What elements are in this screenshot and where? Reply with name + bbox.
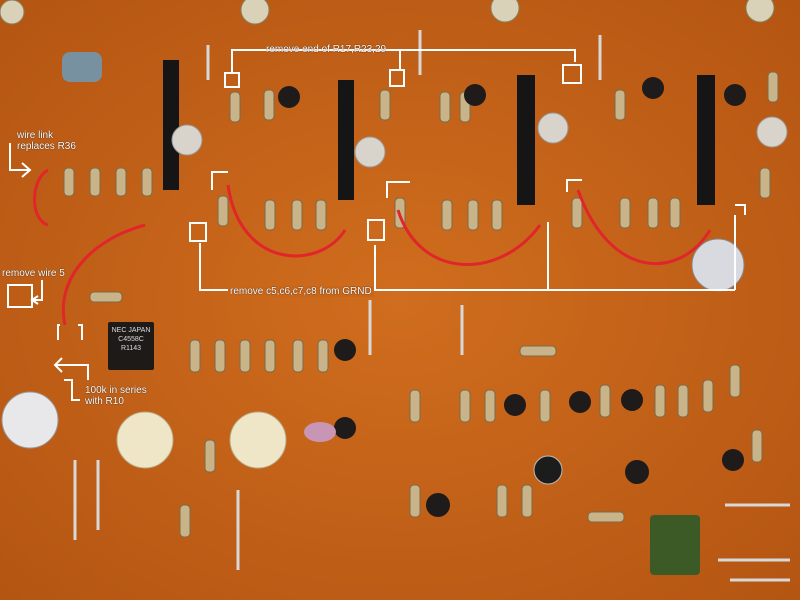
annotation-wire-link-line2: replaces R36 xyxy=(17,141,76,152)
annotation-series-line2: with R10 xyxy=(85,396,124,407)
red-wires xyxy=(33,168,712,326)
annotation-remove-wire-5: remove wire 5 xyxy=(2,268,65,279)
annotation-remove-end-r17: remove end of R17,R23,29 xyxy=(266,44,387,55)
chip-line2: C4558C xyxy=(118,336,144,343)
resistors xyxy=(63,71,779,538)
chip-line3: R1143 xyxy=(120,345,142,352)
annotation-100k-series: 100k in series with R10 xyxy=(85,385,147,407)
chip-line1: NEC JAPAN xyxy=(111,327,151,334)
ic-chip: NEC JAPAN C4558C R1143 xyxy=(108,322,154,370)
annotation-series-line1: 100k in series xyxy=(85,385,147,396)
annotation-wire-link: wire link replaces R36 xyxy=(17,130,76,152)
jumpers xyxy=(73,30,790,582)
annotation-lines xyxy=(7,49,746,401)
screw-icon xyxy=(0,0,775,25)
leds xyxy=(171,112,788,168)
transistors xyxy=(278,77,746,517)
annotation-remove-caps-grnd: remove c5,c6,c7,c8 from GRND xyxy=(228,286,374,297)
heatsinks xyxy=(163,60,715,205)
annotation-wire-link-line1: wire link xyxy=(17,130,54,141)
capacitors xyxy=(1,52,745,575)
